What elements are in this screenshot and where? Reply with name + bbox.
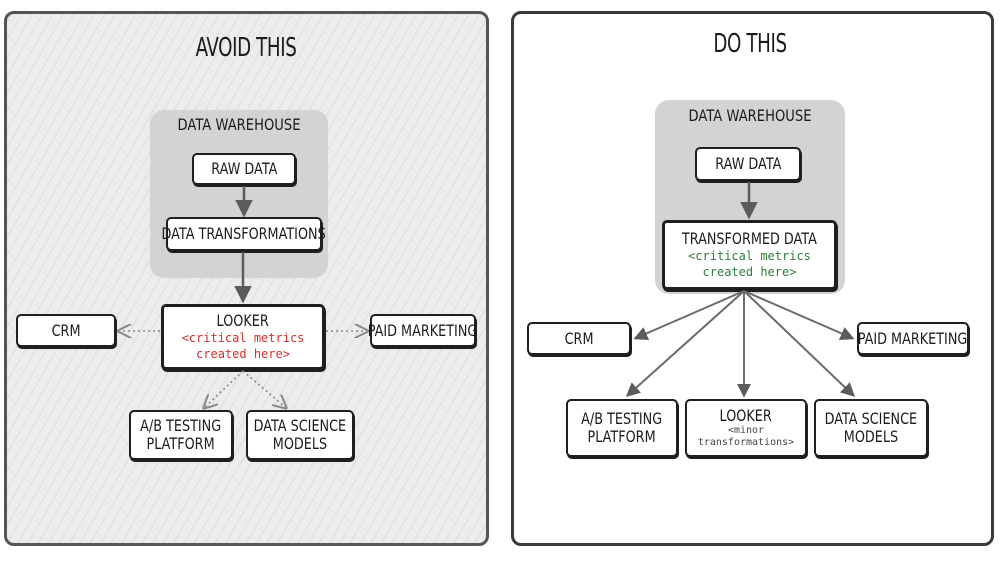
avoid-transformations-box: DATA TRANSFORMATIONS xyxy=(162,217,326,251)
do-heading: DO THIS xyxy=(713,29,787,59)
do-arrow-to-crm xyxy=(633,290,745,340)
do-crm-label: CRM xyxy=(564,328,594,348)
avoid-panel xyxy=(4,11,489,546)
do-paid-marketing-box: PAID MARKETING xyxy=(857,322,969,355)
do-paid-marketing-label: PAID MARKETING xyxy=(858,328,968,348)
avoid-looker-note-line1: <critical metrics xyxy=(181,331,305,345)
avoid-raw-data-label: RAW DATA xyxy=(210,159,278,178)
avoid-data-science-box: DATA SCIENCE MODELS xyxy=(246,410,354,460)
do-raw-data-box: RAW DATA xyxy=(695,147,801,181)
do-looker-note-line1: <minor xyxy=(727,425,765,436)
avoid-paid-marketing-label: PAID MARKETING xyxy=(368,320,478,340)
avoid-crm-label: CRM xyxy=(51,320,81,340)
do-ab-line1: A/B TESTING xyxy=(581,409,663,428)
avoid-transformations-label: DATA TRANSFORMATIONS xyxy=(161,224,327,243)
do-transformed-note-line1: <critical metrics xyxy=(688,249,811,263)
do-transformed-data-box: TRANSFORMED DATA <critical metrics creat… xyxy=(662,220,837,290)
avoid-raw-data-box: RAW DATA xyxy=(192,153,296,185)
do-crm-box: CRM xyxy=(527,322,631,355)
do-ds-line1: DATA SCIENCE xyxy=(824,409,918,428)
do-ab-testing-box: A/B TESTING PLATFORM xyxy=(566,399,678,457)
avoid-arrow-looker-to-ab xyxy=(205,370,244,407)
do-transformed-note-line2: created here> xyxy=(702,265,797,279)
do-arrow-to-ab xyxy=(625,290,745,397)
do-ab-line2: PLATFORM xyxy=(587,427,657,446)
do-ds-line2: MODELS xyxy=(843,427,899,446)
avoid-ds-line2: MODELS xyxy=(272,434,328,453)
avoid-crm-box: CRM xyxy=(16,314,116,347)
avoid-paid-marketing-box: PAID MARKETING xyxy=(368,314,478,347)
avoid-ab-testing-box: A/B TESTING PLATFORM xyxy=(129,410,233,460)
do-arrow-to-paid xyxy=(743,290,855,340)
do-transformed-title: TRANSFORMED DATA xyxy=(681,229,817,248)
avoid-ab-line2: PLATFORM xyxy=(146,434,216,453)
avoid-heading: AVOID THIS xyxy=(195,33,297,63)
do-looker-box: LOOKER <minor transformations> xyxy=(685,399,807,457)
do-warehouse-label: DATA WAREHOUSE xyxy=(688,106,812,125)
do-arrow-to-ds xyxy=(743,290,856,397)
avoid-looker-title: LOOKER xyxy=(216,311,270,330)
avoid-ab-line1: A/B TESTING xyxy=(140,416,222,435)
do-looker-note-line2: transformations> xyxy=(697,437,795,448)
do-raw-data-label: RAW DATA xyxy=(714,154,782,173)
do-data-science-box: DATA SCIENCE MODELS xyxy=(814,399,928,457)
avoid-ds-line1: DATA SCIENCE xyxy=(253,416,347,435)
avoid-arrow-looker-to-ds xyxy=(242,370,285,407)
avoid-looker-box: LOOKER <critical metrics created here> xyxy=(161,304,325,370)
avoid-looker-note-line2: created here> xyxy=(196,347,290,361)
avoid-warehouse-label: DATA WAREHOUSE xyxy=(177,115,301,134)
do-looker-title: LOOKER xyxy=(719,406,773,425)
